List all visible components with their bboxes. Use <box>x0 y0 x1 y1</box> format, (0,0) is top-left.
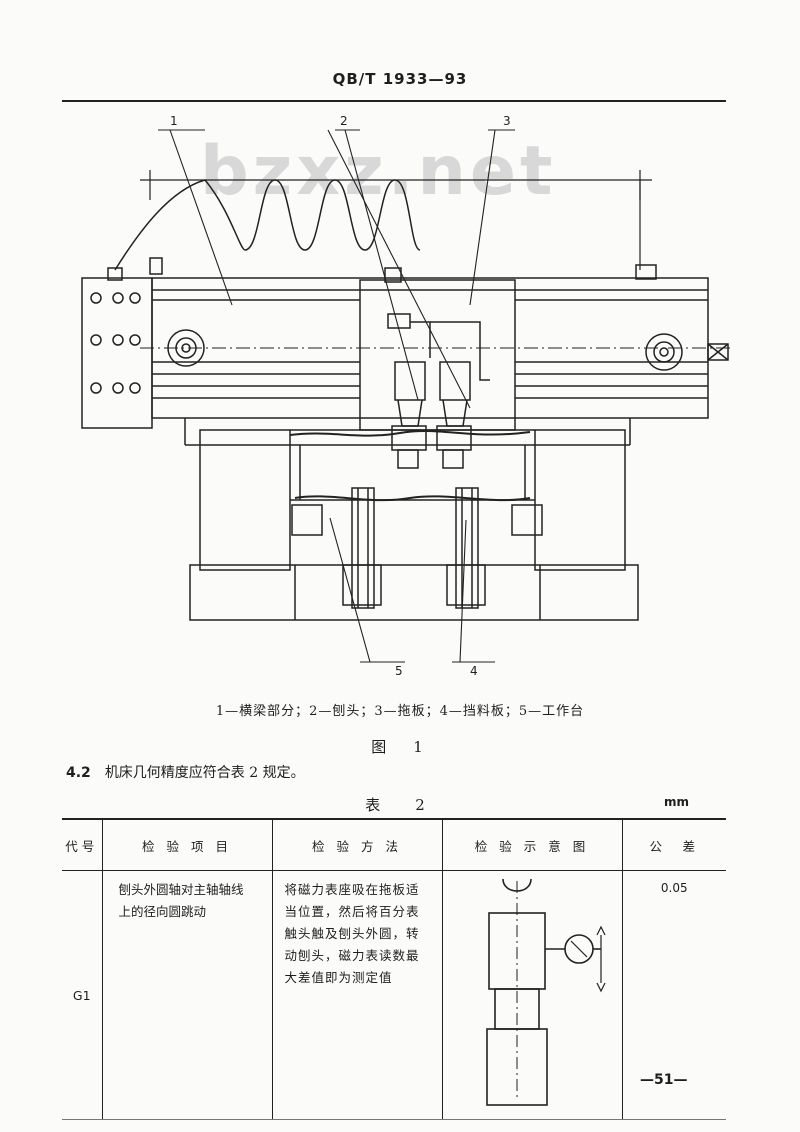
header-tolerance: 公 差 <box>621 818 726 871</box>
standard-header: QB/T 1933—93 <box>332 70 468 88</box>
chain-loops <box>114 170 652 271</box>
page-number: —51— <box>640 1072 688 1088</box>
header-method: 检 验 方 法 <box>271 818 442 871</box>
crossbeam <box>140 277 730 419</box>
row-item: 刨头外圆轴对主轴轴线 上的径向圆跳动 <box>101 870 272 1120</box>
table-title: 表 2 <box>365 796 435 814</box>
item-line: 上的径向圆跳动 <box>118 904 207 919</box>
header-item: 检 验 项 目 <box>101 818 272 871</box>
machine-base <box>189 564 639 621</box>
clause-4-2: 4.2 机床几何精度应符合表 2 规定。 <box>66 762 305 782</box>
right-spindle-wheel <box>645 333 683 371</box>
callout-2: 2 <box>340 114 348 128</box>
callout-3: 3 <box>503 114 511 128</box>
header-diagram: 检 验 示 意 图 <box>441 818 622 871</box>
precision-table: 代号 检 验 项 目 检 验 方 法 检 验 示 意 图 公 差 G1 刨头外圆… <box>62 818 726 1120</box>
table-header-row: 代号 检 验 项 目 检 验 方 法 检 验 示 意 图 公 差 <box>62 818 726 871</box>
left-spindle-wheel <box>167 329 205 367</box>
clause-text: 机床几何精度应符合表 2 规定。 <box>104 765 305 781</box>
planer-head-left <box>391 361 427 469</box>
callout-1: 1 <box>170 114 178 128</box>
machine-drawing: 1 2 3 4 5 <box>81 114 730 678</box>
figure-legend: 1—横梁部分；2—刨头；3—拖板；4—挡料板；5—工作台 <box>215 704 585 719</box>
item-line: 刨头外圆轴对主轴轴线 <box>118 882 244 897</box>
callout-leaders <box>158 129 515 663</box>
row-tolerance: 0.05 <box>621 870 726 1120</box>
method-line: 将磁力表座吸在拖板适 <box>284 882 420 897</box>
planer-head-right <box>436 361 472 469</box>
header-code: 代号 <box>62 818 102 871</box>
callout-labels: 1 2 3 4 5 <box>170 114 511 678</box>
clause-number: 4.2 <box>66 765 91 781</box>
plate-bolts <box>90 292 141 394</box>
table-unit: mm <box>664 795 690 809</box>
row-diagram <box>441 870 622 1120</box>
method-line: 动刨头，磁力表读数最 <box>284 948 420 963</box>
table-row: G1 刨头外圆轴对主轴轴线 上的径向圆跳动 将磁力表座吸在拖板适 当位置，然后将… <box>62 870 726 1120</box>
figure-caption: 图 1 <box>371 738 429 756</box>
watermark: bzxz.net <box>200 132 557 211</box>
carriage <box>359 267 516 431</box>
baffle-plates <box>342 487 486 609</box>
method-line: 触头触及刨头外圆，转 <box>284 926 420 941</box>
row-code: G1 <box>62 870 102 1120</box>
row-method: 将磁力表座吸在拖板适 当位置，然后将百分表 触头触及刨头外圆，转 动刨头，磁力表… <box>271 870 442 1120</box>
spindle-end <box>707 343 729 361</box>
machine-body <box>184 418 631 571</box>
method-line: 大差值即为测定值 <box>284 970 393 985</box>
runout-test-diagram <box>485 878 606 1106</box>
callout-5: 5 <box>395 664 403 678</box>
callout-4: 4 <box>470 664 478 678</box>
header-rule <box>62 100 726 102</box>
method-line: 当位置，然后将百分表 <box>284 904 420 919</box>
